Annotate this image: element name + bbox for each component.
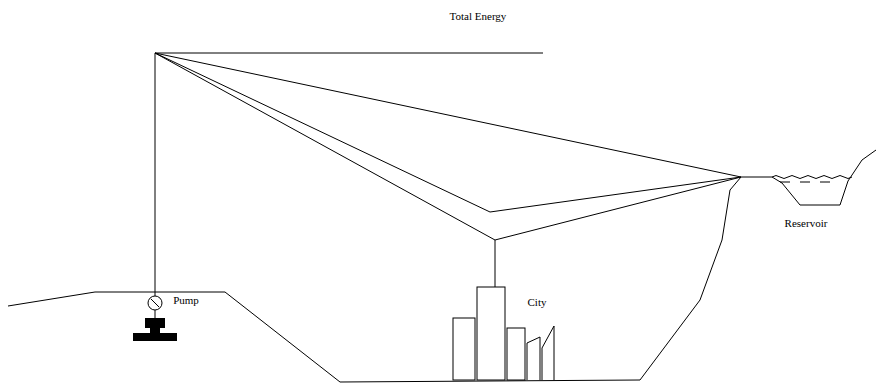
city-supply-line [495, 240, 496, 287]
total-energy-line [155, 53, 543, 54]
building [477, 287, 505, 380]
label-text: Reservoir [784, 218, 829, 229]
water-surface [772, 176, 852, 179]
water-surface [780, 182, 830, 183]
label-text: City [527, 297, 548, 308]
pump-motor [150, 328, 160, 333]
pump-shaft [155, 310, 156, 318]
building [453, 318, 475, 380]
label-text: Total Energy [449, 11, 508, 22]
pump-motor [145, 318, 165, 328]
pump-head-line [155, 53, 156, 296]
building [527, 337, 540, 380]
pump-base [133, 333, 177, 341]
pump-symbol [151, 299, 159, 307]
building [542, 326, 554, 380]
energy-line [155, 53, 741, 212]
energy-line [155, 53, 741, 177]
building [507, 328, 525, 380]
label-text: Pump [172, 295, 200, 306]
hydraulic-grade-line [155, 53, 741, 240]
pump-symbol [148, 296, 162, 310]
ground-profile [8, 150, 876, 382]
